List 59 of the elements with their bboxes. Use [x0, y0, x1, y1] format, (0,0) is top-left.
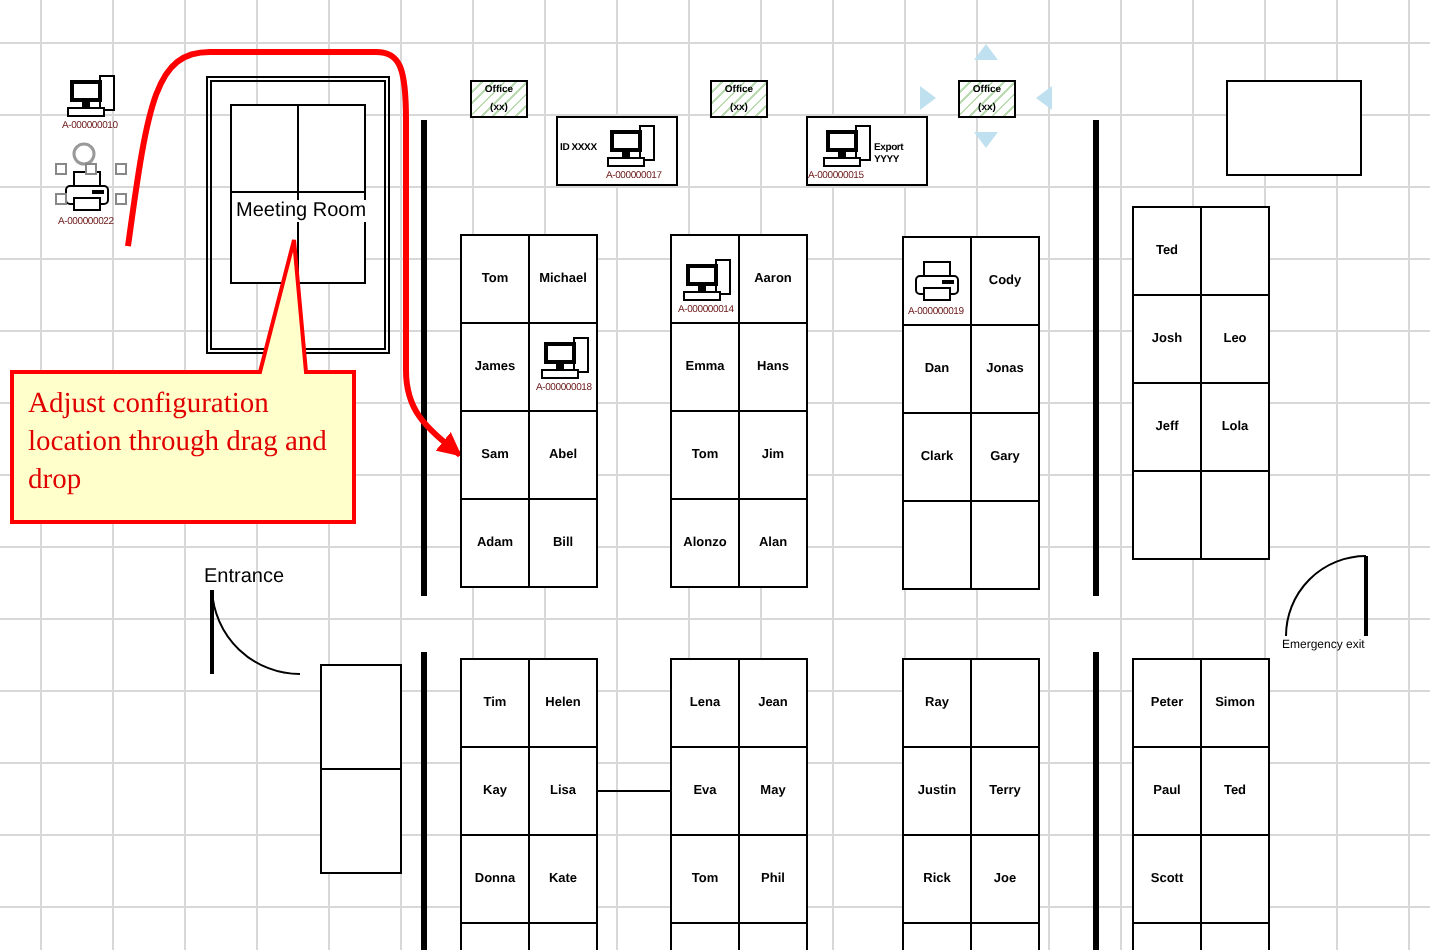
desk-seat — [528, 834, 598, 924]
desk-seat — [1132, 746, 1202, 836]
desk-seat — [738, 410, 808, 500]
desk-seat — [460, 658, 530, 748]
desk-seat — [902, 658, 972, 748]
empty-box — [1226, 80, 1362, 176]
desk-seat — [1132, 206, 1202, 296]
desk-seat — [1200, 746, 1270, 836]
desk-seat — [970, 746, 1040, 836]
desk-seat — [1132, 834, 1202, 924]
desk-seat — [460, 834, 530, 924]
callout — [10, 236, 358, 526]
desk-seat — [902, 834, 972, 924]
desk-seat — [460, 234, 530, 324]
room-name: Meeting Room — [236, 200, 367, 222]
desk-seat — [1132, 382, 1202, 472]
desk-seat — [970, 834, 1040, 924]
desk-seat — [528, 234, 598, 324]
desk-seat — [902, 746, 972, 836]
device-box — [806, 116, 928, 186]
desk-seat — [670, 746, 740, 836]
desk-seat — [528, 410, 598, 500]
desk-seat — [1200, 294, 1270, 384]
meeting-room — [206, 76, 390, 354]
desk-seat — [1200, 382, 1270, 472]
office-box — [710, 80, 768, 118]
desk-seat — [460, 746, 530, 836]
desk-seat — [738, 658, 808, 748]
desk-seat — [528, 746, 598, 836]
desk-seat — [1200, 658, 1270, 748]
callout-text: Adjust configuration location through drag and drop — [28, 386, 328, 500]
desk-seat — [738, 234, 808, 324]
desk-seat — [670, 834, 740, 924]
desk-seat — [670, 410, 740, 500]
desk-seat — [460, 498, 530, 588]
desk-seat — [670, 658, 740, 748]
desk-seat — [460, 322, 530, 412]
desk-seat — [738, 834, 808, 924]
desk-seat — [902, 412, 972, 502]
desk-seat — [528, 658, 598, 748]
desk-seat — [1132, 294, 1202, 384]
desk-seat — [528, 498, 598, 588]
desk-seat — [970, 412, 1040, 502]
device-box — [556, 116, 678, 186]
desk-seat — [670, 322, 740, 412]
office-box — [470, 80, 528, 118]
arrow — [125, 49, 462, 458]
desk-seat — [738, 322, 808, 412]
office-box — [958, 80, 1016, 118]
desk-seat — [738, 746, 808, 836]
connector-line — [597, 790, 671, 792]
desk-seat — [460, 410, 530, 500]
desk-seat — [970, 324, 1040, 414]
place-label: Entrance — [204, 566, 285, 588]
desk-seat — [970, 236, 1040, 326]
desk-seat — [1132, 658, 1202, 748]
desk-seat — [902, 324, 972, 414]
desk-seat — [738, 498, 808, 588]
desk-seat — [670, 498, 740, 588]
